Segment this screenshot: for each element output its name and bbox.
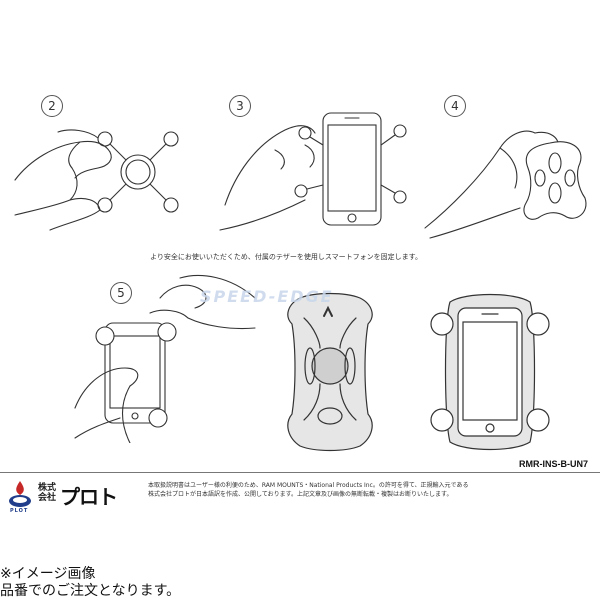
step-5-illustration [74,274,256,443]
plot-badge-icon [9,481,31,507]
step-number-2: 2 [41,95,63,117]
divider [0,472,600,473]
part-number: RMR-INS-B-UN7 [519,459,588,469]
mount-front-illustration [430,293,550,451]
instruction-caption: より安全にお使いいただくため、付属のテザーを使用しスマートフォンを固定します。 [150,253,422,261]
image-footnote: ※イメージ画像 品番でのご注文となります。 [0,566,180,600]
step-number-5: 5 [110,282,132,304]
step-number-3: 3 [229,95,251,117]
plot-logo: 株式 会社 プロト PLOT [6,477,126,517]
footnote-line-1: ※イメージ画像 [0,566,96,582]
notice-line-2: 株式会社プロトが日本語訳を作成、公開しております。上記文章及び画像の無断転載・複… [148,491,453,498]
logo-brand: プロト [60,485,118,509]
logo-prefix: 株式 会社 [38,483,60,503]
logo-badge-text: PLOT [10,508,29,514]
step-2-illustration [14,129,179,231]
logo-prefix-line1: 株式 [38,483,57,493]
watermark: SPEED-EDGE [200,287,334,306]
copyright-notice: 本取扱説明書はユーザー様の利便のため、RAM MOUNTS・National P… [148,481,596,499]
footnote-line-2: 品番でのご注文となります。 [0,583,181,599]
step-4-illustration [424,130,587,239]
mount-back-illustration [287,292,373,452]
step-3-illustration [219,112,407,231]
notice-line-1: 本取扱説明書はユーザー様の利便のため、RAM MOUNTS・National P… [148,482,469,489]
step-number-4: 4 [444,95,466,117]
logo-prefix-line2: 会社 [38,493,57,503]
